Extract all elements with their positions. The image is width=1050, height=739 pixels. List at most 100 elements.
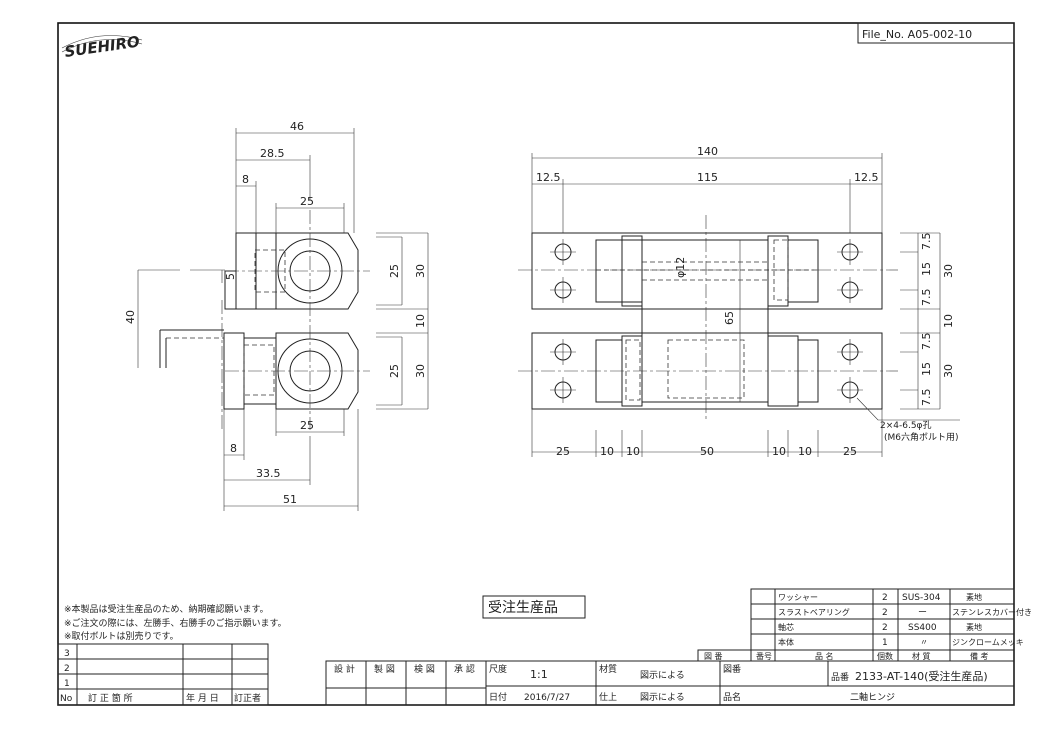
svg-text:承 認: 承 認 [454,663,475,675]
svg-text:2: 2 [882,608,888,618]
dim-8-bottom: 8 [230,442,237,455]
svg-text:1: 1 [64,679,70,689]
svg-text:材質: 材質 [599,663,617,675]
svg-text:図示による: 図示による [640,670,685,681]
dim-12-5-left: 12.5 [536,171,561,184]
dim-phi-12: φ12 [674,257,687,278]
dim-8-top: 8 [242,173,249,186]
svg-text:年 月 日: 年 月 日 [186,692,219,704]
svg-text:素地: 素地 [966,592,982,602]
dim-115: 115 [697,171,718,184]
svg-text:仕上: 仕上 [599,691,617,703]
dim-10-mid: 10 [942,314,955,328]
dim-25-bottom: 25 [300,419,314,432]
side-view: 46 28.5 8 25 5 40 25 25 30 10 [124,120,429,511]
dim-7-5-d: 7.5 [920,389,933,407]
svg-text:1: 1 [882,638,888,648]
file-no-box [857,22,1015,44]
svg-text:設 計: 設 計 [334,663,355,675]
part-no: 2133-AT-140(受注生産品) [855,669,988,683]
dim-25-top: 25 [300,195,314,208]
dim-28-5: 28.5 [260,147,285,160]
part-name: 二軸ヒンジ [850,691,895,703]
svg-text:品名: 品名 [723,691,741,703]
dim-30-upper: 30 [942,264,955,278]
svg-text:尺度: 尺度 [489,663,507,675]
title-block: 設 計 製 図 検 図 承 認 尺度 1:1 材質 図示による 図番 品番 21… [325,660,1015,706]
parts-list: 図 番 番号 品 名 個数 材 質 備 考 ワッシャー 2 SUS-304 素地… [697,588,1032,662]
svg-text:材 質: 材 質 [912,651,931,661]
hole-note-sub: (M6六角ボルト用) [884,431,959,443]
svg-text:ジンクロームメッキ: ジンクロームメッキ [952,638,1024,647]
svg-text:2: 2 [64,664,70,674]
suehiro-logo: SUEHIRO [61,33,143,61]
svg-text:個数: 個数 [877,651,893,661]
dim-10-b2: 10 [626,445,640,458]
svg-text:備 考: 備 考 [970,651,989,661]
revision-table: 3 2 1 No 訂 正 箇 所 年 月 日 訂正者 [57,643,269,706]
svg-text:2016/7/27: 2016/7/27 [524,693,570,703]
svg-text:素地: 素地 [966,622,982,632]
svg-text:3: 3 [64,649,70,659]
svg-text:1:1: 1:1 [530,668,548,681]
svg-text:2: 2 [882,593,888,603]
stamp-text: 受注生産品 [488,600,558,616]
dim-15-a: 15 [920,262,933,276]
dim-15-b: 15 [920,362,933,376]
dim-30-right-lower: 30 [414,364,427,378]
note-3: ※取付ボルトは別売りです。 [64,630,179,642]
dim-10-b3: 10 [772,445,786,458]
dim-25-right-upper: 25 [388,264,401,278]
svg-text:訂正者: 訂正者 [234,692,261,704]
dim-25-b1: 25 [556,445,570,458]
svg-text:検 図: 検 図 [414,663,435,675]
svg-text:2: 2 [882,623,888,633]
svg-text:軸芯: 軸芯 [778,622,794,632]
dim-65: 65 [723,311,736,325]
made-to-order-stamp [482,595,586,619]
dim-25-b2: 25 [843,445,857,458]
dim-7-5-b: 7.5 [920,289,933,307]
dim-46: 46 [290,120,304,133]
note-1: ※本製品は受注生産品のため、納期確認願います。 [64,603,269,615]
dim-5: 5 [224,273,237,280]
file-no: File_No. A05-002-10 [862,28,972,41]
svg-text:品 名: 品 名 [815,651,834,661]
dim-7-5-a: 7.5 [920,233,933,251]
svg-text:品番: 品番 [831,671,849,683]
dim-30-lower: 30 [942,364,955,378]
front-view: 140 12.5 115 12.5 φ12 65 7.5 15 7.5 7.5 … [518,145,960,458]
svg-text:No: No [60,694,73,704]
svg-text:SUS-304: SUS-304 [902,593,941,603]
dim-7-5-c: 7.5 [920,333,933,351]
svg-text:本体: 本体 [778,637,794,647]
dim-51: 51 [283,493,297,506]
svg-text:SS400: SS400 [908,623,937,633]
dim-12-5-right: 12.5 [854,171,879,184]
svg-text:日付: 日付 [489,692,507,703]
svg-text:ー: ー [918,608,927,618]
dim-50: 50 [700,445,714,458]
svg-text:スラストベアリング: スラストベアリング [778,607,850,617]
dim-33-5: 33.5 [256,467,281,480]
hole-note: 2×4-6.5φ孔 [880,420,932,431]
dim-25-right-lower: 25 [388,364,401,378]
note-2: ※ご注文の際には、左勝手、右勝手のご指示願います。 [64,617,287,629]
svg-text:製 図: 製 図 [374,663,395,675]
svg-text:訂 正 箇 所: 訂 正 箇 所 [88,692,133,704]
dim-40: 40 [124,310,137,324]
svg-text:ワッシャー: ワッシャー [778,593,818,602]
dim-10-b4: 10 [798,445,812,458]
dim-30-right-upper: 30 [414,264,427,278]
svg-text:ステンレスカバー付き: ステンレスカバー付き [952,607,1032,617]
svg-text:番号: 番号 [756,651,772,661]
svg-text:図番: 図番 [723,663,741,675]
svg-text:図示による: 図示による [640,692,685,703]
dim-140: 140 [697,145,718,158]
dim-10-b1: 10 [600,445,614,458]
dim-10-right: 10 [414,314,427,328]
logo-text: SUEHIRO [63,33,141,61]
svg-text:図 番: 図 番 [704,651,723,661]
svg-text:〃: 〃 [920,638,928,647]
